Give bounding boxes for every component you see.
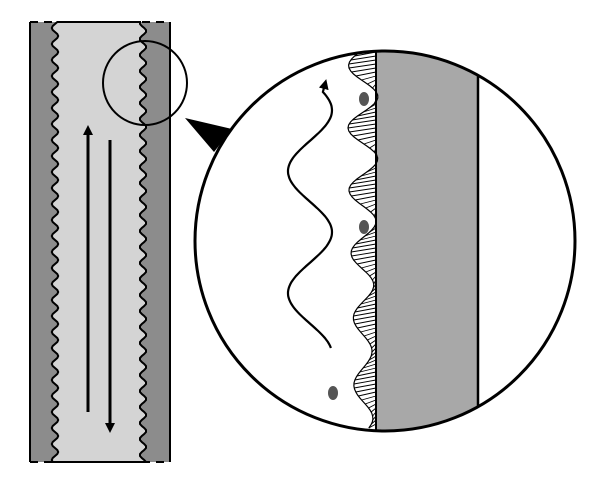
- particle: [328, 386, 338, 400]
- channel: [29, 21, 171, 463]
- hatch-line: [352, 131, 377, 137]
- hatch-line: [357, 323, 377, 329]
- hatch-line: [367, 79, 377, 85]
- magnified-rough-wall-profile: [347, 51, 379, 429]
- hatch-line: [368, 355, 377, 361]
- hatch-line: [349, 119, 377, 125]
- hatch-line: [365, 267, 377, 273]
- hatch-line: [357, 135, 377, 141]
- hatch-line: [355, 175, 377, 181]
- hatch-line: [361, 75, 377, 81]
- hatch-line: [367, 335, 377, 341]
- hatch-line: [355, 239, 377, 245]
- hatch-line: [369, 271, 377, 277]
- hatch-line: [357, 111, 377, 117]
- hatch-line: [353, 255, 377, 261]
- magnified-circle-border: [193, 49, 577, 433]
- hatch-line: [353, 315, 377, 321]
- hatch-line: [348, 59, 377, 65]
- hatch-line: [360, 299, 377, 305]
- hatch-line: [361, 395, 377, 401]
- hatch-line: [360, 327, 377, 333]
- hatch-line: [351, 251, 377, 257]
- hatch-line: [351, 67, 377, 73]
- hatch-line: [357, 303, 377, 309]
- hatch-line: [351, 179, 377, 185]
- hatch-line: [365, 203, 377, 209]
- hatch-line: [363, 331, 377, 337]
- hatch-line: [363, 107, 377, 113]
- hatch-line: [363, 139, 377, 145]
- hatch-line: [354, 375, 377, 381]
- magnified-wall: [376, 51, 478, 431]
- hatch-line: [349, 127, 377, 133]
- particle: [359, 220, 369, 234]
- hatch-line: [357, 259, 377, 265]
- particle: [359, 92, 369, 106]
- hatch-line: [368, 423, 377, 429]
- hatch-line: [355, 195, 377, 201]
- zoom-pointer: [185, 118, 232, 152]
- hatch-line: [352, 243, 377, 249]
- hatch-line: [354, 307, 377, 313]
- hatch-line: [353, 311, 377, 317]
- hatch-line: [351, 247, 377, 253]
- hatch-line: [348, 63, 377, 69]
- channel-fluid-region: [50, 21, 149, 463]
- hatch-line: [355, 71, 377, 77]
- wavy-up-arrow-icon: [286, 79, 334, 349]
- hatch-line: [352, 115, 377, 121]
- hatch-line: [349, 187, 377, 193]
- hatch-line: [360, 171, 377, 177]
- hatch-line: [366, 359, 377, 365]
- hatch-line: [351, 191, 377, 197]
- hatch-line: [361, 263, 377, 269]
- hatch-line: [364, 231, 377, 237]
- magnified-view: [193, 49, 577, 433]
- hatch-line: [359, 367, 377, 373]
- hatch-line: [353, 379, 377, 385]
- hatch-line: [364, 295, 377, 301]
- hatch-line: [354, 383, 377, 389]
- hatch-line: [355, 387, 377, 393]
- hatch-line: [347, 123, 377, 129]
- hatch-line: [354, 319, 377, 325]
- hatch-line: [360, 199, 377, 205]
- hatch-line: [356, 371, 377, 377]
- hatch-line: [350, 55, 377, 61]
- hatch-line: [349, 183, 377, 189]
- hatch-line: [359, 235, 377, 241]
- hatch-line: [362, 363, 377, 369]
- hatch-line: [369, 143, 377, 149]
- zoom-selection-circle: [102, 40, 188, 126]
- hatch-line: [368, 403, 377, 409]
- hatch-line: [365, 399, 377, 405]
- hatch-line: [358, 391, 377, 397]
